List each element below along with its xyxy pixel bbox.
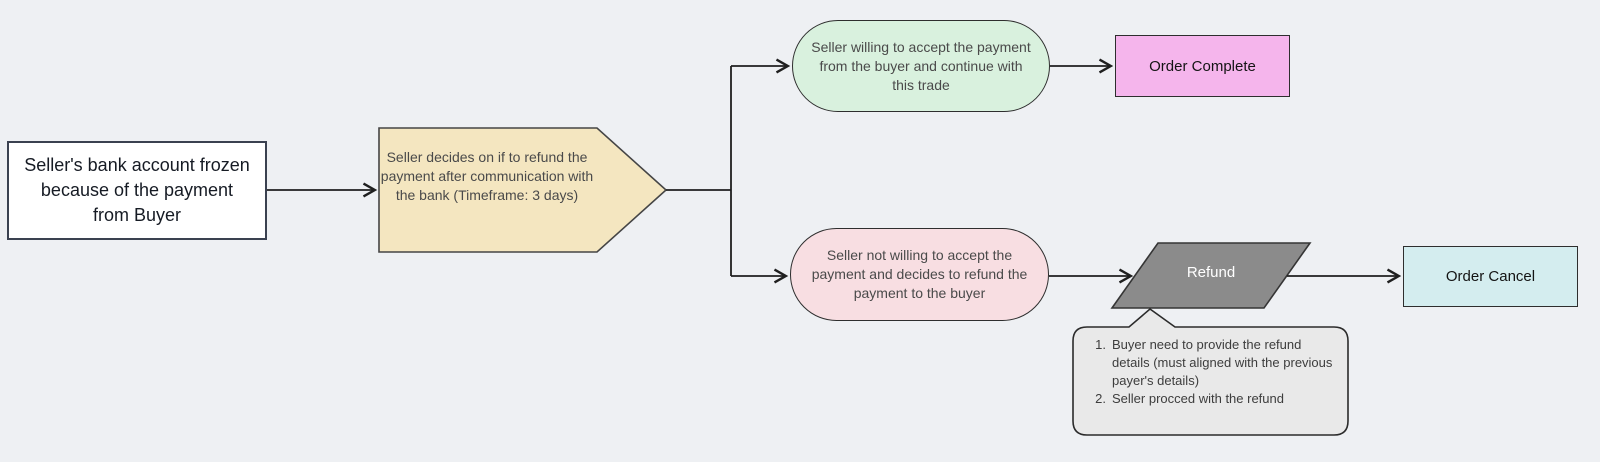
refund-note-item-text: Seller procced with the refund <box>1112 391 1284 406</box>
reject-node-label: Seller not willing to accept the payment… <box>811 247 1028 301</box>
decision-node-label: Seller decides on if to refund the payme… <box>380 149 594 203</box>
refund-note-item: 1. Buyer need to provide the refund deta… <box>1090 336 1336 390</box>
decision-pentagon-shape[interactable] <box>378 127 668 253</box>
refund-parallelogram-shape[interactable] <box>1110 242 1312 309</box>
refund-note-item: 2. Seller procced with the refund <box>1090 390 1336 408</box>
order-cancel-label: Order Cancel <box>1445 268 1536 285</box>
order-complete-label: Order Complete <box>1149 57 1256 75</box>
node-order-complete[interactable]: Order Complete <box>1115 35 1290 97</box>
refund-note-list: 1. Buyer need to provide the refund deta… <box>1090 336 1336 408</box>
node-seller-rejects[interactable]: Seller not willing to accept the payment… <box>790 228 1049 321</box>
node-seller-accepts[interactable]: Seller willing to accept the payment fro… <box>792 20 1050 112</box>
refund-node-label: Refund <box>1186 264 1236 281</box>
accept-node-label: Seller willing to accept the payment fro… <box>811 38 1031 93</box>
node-order-cancel[interactable]: Order Cancel <box>1403 246 1578 307</box>
refund-note-callout-shape[interactable] <box>1072 307 1349 436</box>
refund-note-item-number: 1. <box>1095 337 1106 352</box>
refund-note-item-text: Buyer need to provide the refund details… <box>1112 337 1333 388</box>
start-node-label: Seller's bank account frozen because of … <box>24 155 250 225</box>
node-start-bank-frozen[interactable]: Seller's bank account frozen because of … <box>7 141 267 240</box>
refund-note-item-number: 2. <box>1095 391 1106 406</box>
